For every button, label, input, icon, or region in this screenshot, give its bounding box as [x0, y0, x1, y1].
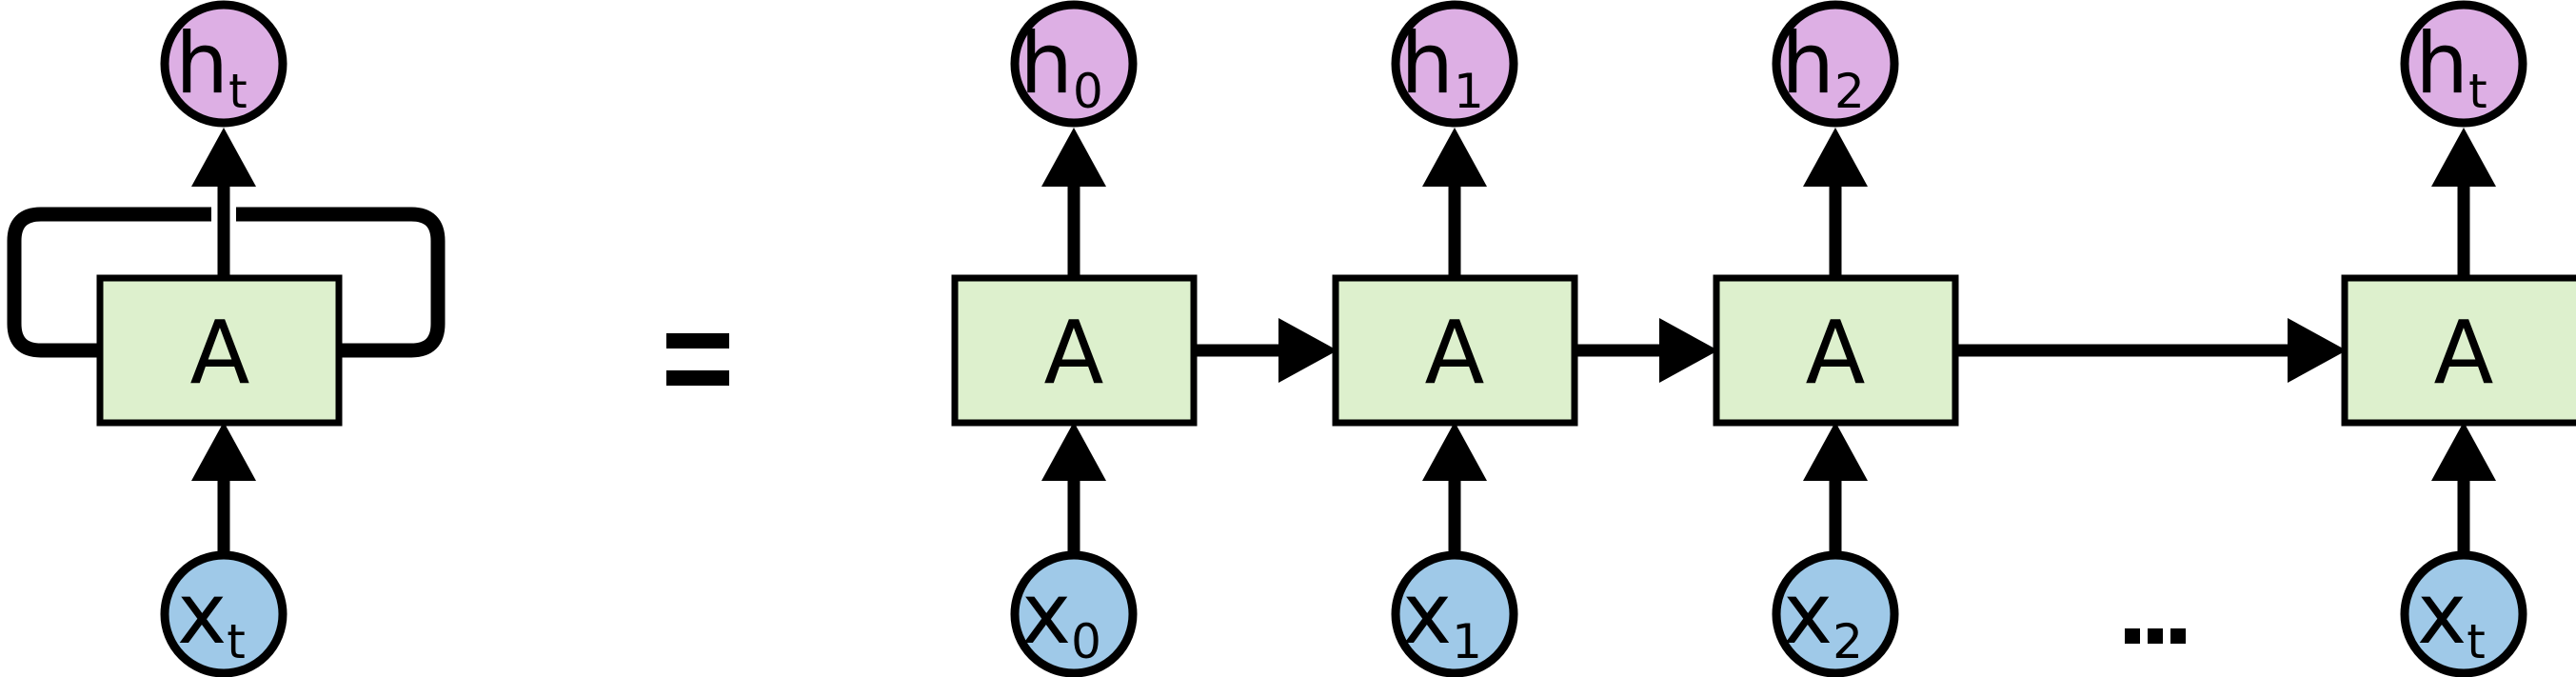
step-1-cell-box: [1332, 274, 1578, 427]
step-1-output-base: h: [1400, 14, 1454, 112]
step-t-input-sub: t: [2467, 614, 2486, 669]
unrolled-step-1: A h1 x1: [1332, 0, 1578, 677]
equals-bar-bottom: [666, 370, 729, 386]
step-t-input-base: x: [2417, 565, 2467, 663]
folded-output-label: ht: [175, 14, 247, 119]
equals-bar-top: [666, 333, 729, 348]
step-1-output-sub: 1: [1454, 64, 1484, 119]
step-1-output-node: [1391, 0, 1518, 128]
unrolled-step-2: A h2 x2: [1713, 0, 1959, 677]
step-1-output-arrowhead: [1422, 128, 1487, 187]
step-t-cell-box: [2341, 274, 2576, 427]
unrolled-step-0: A h0 x0: [951, 0, 1198, 677]
folded-cell-box: [96, 274, 343, 427]
step-1-input-base: x: [1402, 565, 1452, 663]
step-t-input-node: [2400, 550, 2527, 677]
step-t-input-arrowhead: [2431, 422, 2496, 481]
folded-output-node: [160, 0, 287, 128]
step-2-cell-label: A: [1806, 302, 1866, 404]
ellipsis-dot-3: [2170, 628, 2186, 644]
state-edges: [1193, 318, 2347, 383]
step-2-input-label: x2: [1783, 565, 1863, 669]
step-2-output-label: h2: [1781, 14, 1865, 119]
step-t-output-sub: t: [2468, 64, 2487, 119]
unrolled-step-t: A ht xt: [2341, 0, 2576, 677]
ellipsis-icon: [2125, 628, 2186, 644]
folded-input-node: [160, 550, 287, 677]
step-t-output-label: ht: [2415, 14, 2487, 119]
step-2-input-base: x: [1783, 565, 1833, 663]
step-0-cell-label: A: [1044, 302, 1104, 404]
step-0-input-base: x: [1021, 565, 1071, 663]
folded-input-sub: t: [227, 614, 246, 669]
step-2-output-base: h: [1781, 14, 1834, 112]
step-t-output-base: h: [2415, 14, 2468, 112]
folded-output-base: h: [175, 14, 228, 112]
step-2-output-node: [1772, 0, 1899, 128]
step-1-output-label: h1: [1400, 14, 1484, 119]
state-arrowhead-1: [1278, 318, 1338, 383]
step-t-cell-label: A: [2434, 302, 2494, 404]
step-0-output-label: h0: [1020, 14, 1103, 119]
step-0-input-label: x0: [1021, 565, 1101, 669]
step-2-input-node: [1772, 550, 1899, 677]
step-1-input-sub: 1: [1452, 614, 1482, 669]
ellipsis-dot-1: [2125, 628, 2140, 644]
equals-sign: [666, 333, 729, 386]
step-0-input-sub: 0: [1071, 614, 1101, 669]
folded-output-arrowhead: [191, 128, 256, 187]
step-1-input-node: [1391, 550, 1518, 677]
folded-rnn-group: A ht xt: [7, 0, 446, 677]
step-0-output-arrowhead: [1041, 128, 1106, 187]
step-0-output-base: h: [1020, 14, 1073, 112]
step-2-output-arrowhead: [1803, 128, 1868, 187]
ellipsis-dot-2: [2148, 628, 2163, 644]
state-arrowhead-2: [1659, 318, 1718, 383]
step-2-output-sub: 2: [1834, 64, 1865, 119]
unrolled-rnn-group: A h0 x0 A: [951, 0, 2576, 677]
step-t-output-arrowhead: [2431, 128, 2496, 187]
step-t-output-node: [2400, 0, 2527, 128]
folded-input-base: x: [177, 565, 227, 663]
step-1-input-label: x1: [1402, 565, 1482, 669]
step-0-output-node: [1010, 0, 1138, 128]
step-2-cell-box: [1713, 274, 1959, 427]
step-t-input-label: xt: [2417, 565, 2486, 669]
folded-input-arrowhead: [191, 422, 256, 481]
step-2-input-arrowhead: [1803, 422, 1868, 481]
folded-cell-label: A: [190, 302, 250, 404]
step-0-output-sub: 0: [1073, 64, 1103, 119]
step-0-input-node: [1010, 550, 1138, 677]
step-1-cell-label: A: [1425, 302, 1485, 404]
step-1-input-arrowhead: [1422, 422, 1487, 481]
folded-input-label: xt: [177, 565, 246, 669]
step-2-input-sub: 2: [1833, 614, 1863, 669]
folded-output-sub: t: [228, 64, 248, 119]
step-0-input-arrowhead: [1041, 422, 1106, 481]
state-arrowhead-t: [2288, 318, 2347, 383]
